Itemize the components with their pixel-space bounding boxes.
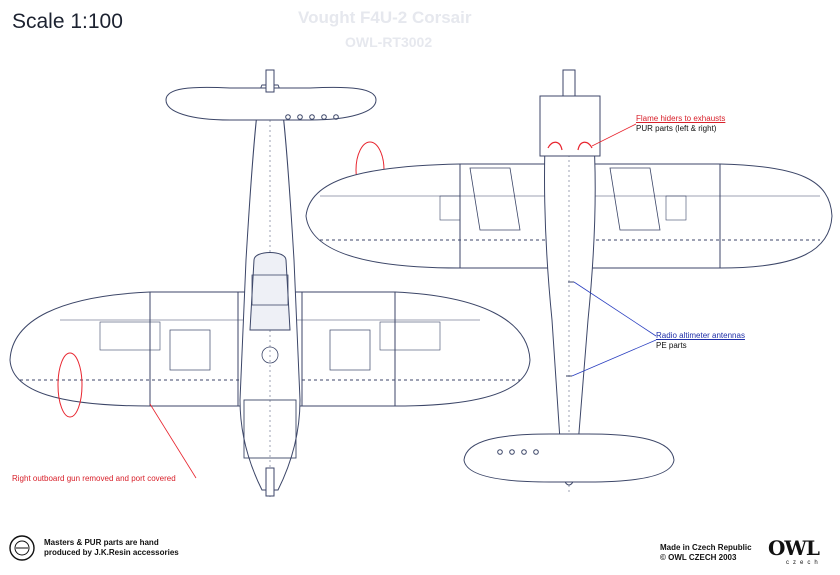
gun-removed-note: Right outboard gun removed and port cove…	[12, 474, 176, 483]
antenna-leader-line-2	[571, 339, 657, 377]
antenna-leader-line-1	[573, 281, 657, 337]
top-view-canopy	[249, 252, 291, 331]
radio-altimeter-title: Radio altimeter antennas	[656, 331, 745, 340]
flame-hider-right	[577, 141, 593, 151]
flame-hiders-note: PUR parts (left & right)	[636, 124, 717, 133]
resin-seal-icon	[9, 535, 35, 561]
copyright-label: © OWL CZECH 2003	[660, 553, 737, 562]
bottom-view-fuselage	[544, 95, 596, 486]
owl-logo: OWL	[768, 536, 820, 560]
radio-altimeter-note: PE parts	[656, 341, 687, 350]
made-in-label: Made in Czech Republic	[660, 543, 752, 552]
scale-label: Scale 1:100	[12, 10, 123, 33]
credit-line-2: produced by J.K.Resin accessories	[44, 548, 179, 557]
bottom-view-cowling	[539, 95, 601, 157]
top-view	[9, 69, 531, 500]
credit-line-1: Masters & PUR parts are hand	[44, 538, 159, 547]
flame-hiders-title: Flame hiders to exhausts	[636, 114, 726, 123]
gun-port-highlight-left	[57, 352, 83, 418]
ghost-subtitle: OWL-RT3002	[345, 34, 433, 50]
top-view-tailplane	[165, 86, 377, 121]
flame-leader-line	[591, 123, 637, 147]
gun-leader-line	[149, 403, 197, 479]
bottom-view-tailplane	[463, 433, 675, 483]
owl-logo-sub: czech	[786, 560, 822, 566]
bottom-view	[305, 69, 833, 492]
ghost-title: Vought F4U-2 Corsair	[298, 8, 472, 27]
flame-hider-left	[547, 141, 563, 151]
